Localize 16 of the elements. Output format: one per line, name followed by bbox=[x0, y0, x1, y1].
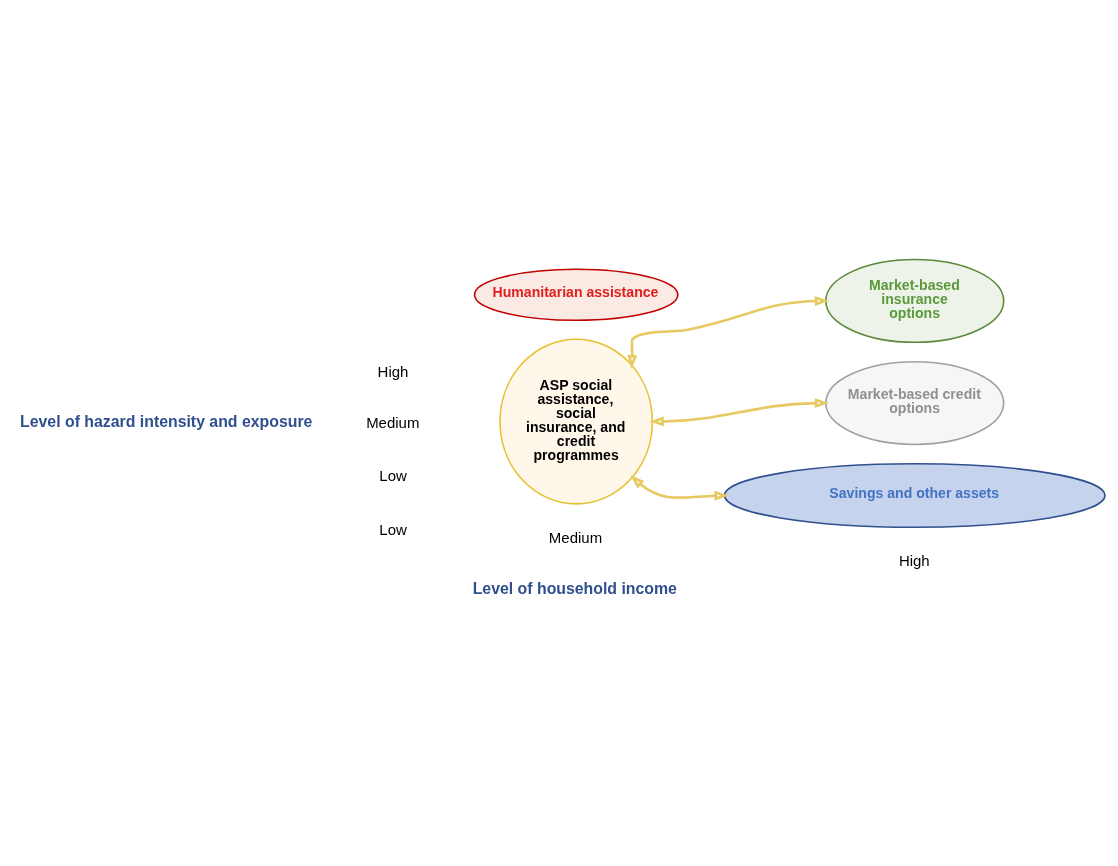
node-ellipse: Market-based credit options bbox=[825, 360, 1005, 446]
label: High bbox=[377, 362, 409, 380]
node-circle: ASP social assistance, social insurance, and credit programmes bbox=[499, 338, 654, 505]
label: Medium bbox=[366, 413, 420, 431]
label: High bbox=[898, 552, 930, 570]
arrow bbox=[630, 475, 729, 501]
label: Level of household income bbox=[472, 579, 677, 597]
arrow bbox=[649, 398, 829, 427]
node-ellipse: Savings and other assets bbox=[723, 463, 1106, 528]
label: Low bbox=[379, 521, 407, 539]
label: Low bbox=[379, 466, 407, 484]
node-ellipse: Market-based insurance options bbox=[825, 258, 1005, 344]
node-ellipse: Humanitarian assistance bbox=[473, 268, 679, 322]
label: Level of hazard intensity and exposure bbox=[20, 413, 313, 431]
label: Medium bbox=[548, 529, 603, 547]
arrow bbox=[627, 296, 829, 370]
